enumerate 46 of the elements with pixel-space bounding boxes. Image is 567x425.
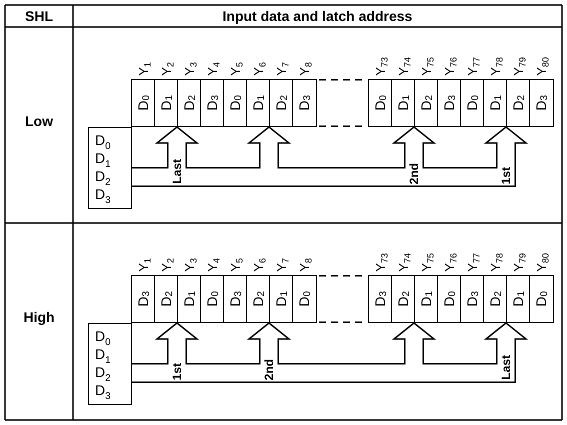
- latch-cell: [529, 275, 554, 323]
- latch-cell: [154, 79, 178, 127]
- latch-cell: [529, 79, 554, 127]
- latch-cell: [131, 79, 156, 127]
- latch-cell: [368, 275, 392, 323]
- latch-cell: [506, 79, 530, 127]
- latch-cell: [177, 275, 202, 323]
- column-header: SHL: [25, 8, 53, 24]
- column-header: Input data and latch address: [222, 8, 412, 24]
- latch-cell: [154, 275, 178, 323]
- latch-cell: [292, 79, 316, 127]
- latch-cell: [177, 79, 202, 127]
- edge-label: 2nd: [408, 163, 420, 184]
- latch-cell: [391, 275, 416, 323]
- latch-cell: [483, 79, 508, 127]
- latch-cell: [437, 79, 462, 127]
- row-header: High: [24, 309, 55, 326]
- latch-cell: [200, 79, 224, 127]
- latch-cell: [437, 275, 462, 323]
- edge-label: 2nd: [263, 359, 275, 380]
- latch-cell: [223, 275, 248, 323]
- register-box: [88, 323, 132, 405]
- latch-cell: [269, 79, 294, 127]
- latch-cell: [460, 275, 484, 323]
- edge-label: Last: [500, 355, 512, 380]
- latch-cell: [200, 275, 224, 323]
- latch-cell: [223, 79, 248, 127]
- row-header: Low: [25, 113, 53, 130]
- register-label: D$_{0}$ D$_{1}$ D$_{2}$ D$_{3}$: [95, 131, 112, 203]
- latch-cell: [414, 79, 438, 127]
- latch-cell: [131, 275, 156, 323]
- latch-cell: [269, 275, 294, 323]
- latch-cell: [391, 79, 416, 127]
- register-box: [88, 127, 132, 209]
- latch-cell: [506, 275, 530, 323]
- latch-cell: [246, 79, 270, 127]
- latch-cell: [246, 275, 270, 323]
- latch-cell: [483, 275, 508, 323]
- edge-label: 1st: [171, 363, 183, 380]
- latch-cell: [460, 79, 484, 127]
- edge-label: Last: [171, 159, 183, 184]
- latch-cell: [414, 275, 438, 323]
- register-label: D$_{0}$ D$_{1}$ D$_{2}$ D$_{3}$: [95, 327, 112, 399]
- edge-label: 1st: [500, 167, 512, 184]
- latch-cell: [292, 275, 316, 323]
- latch-cell: [368, 79, 392, 127]
